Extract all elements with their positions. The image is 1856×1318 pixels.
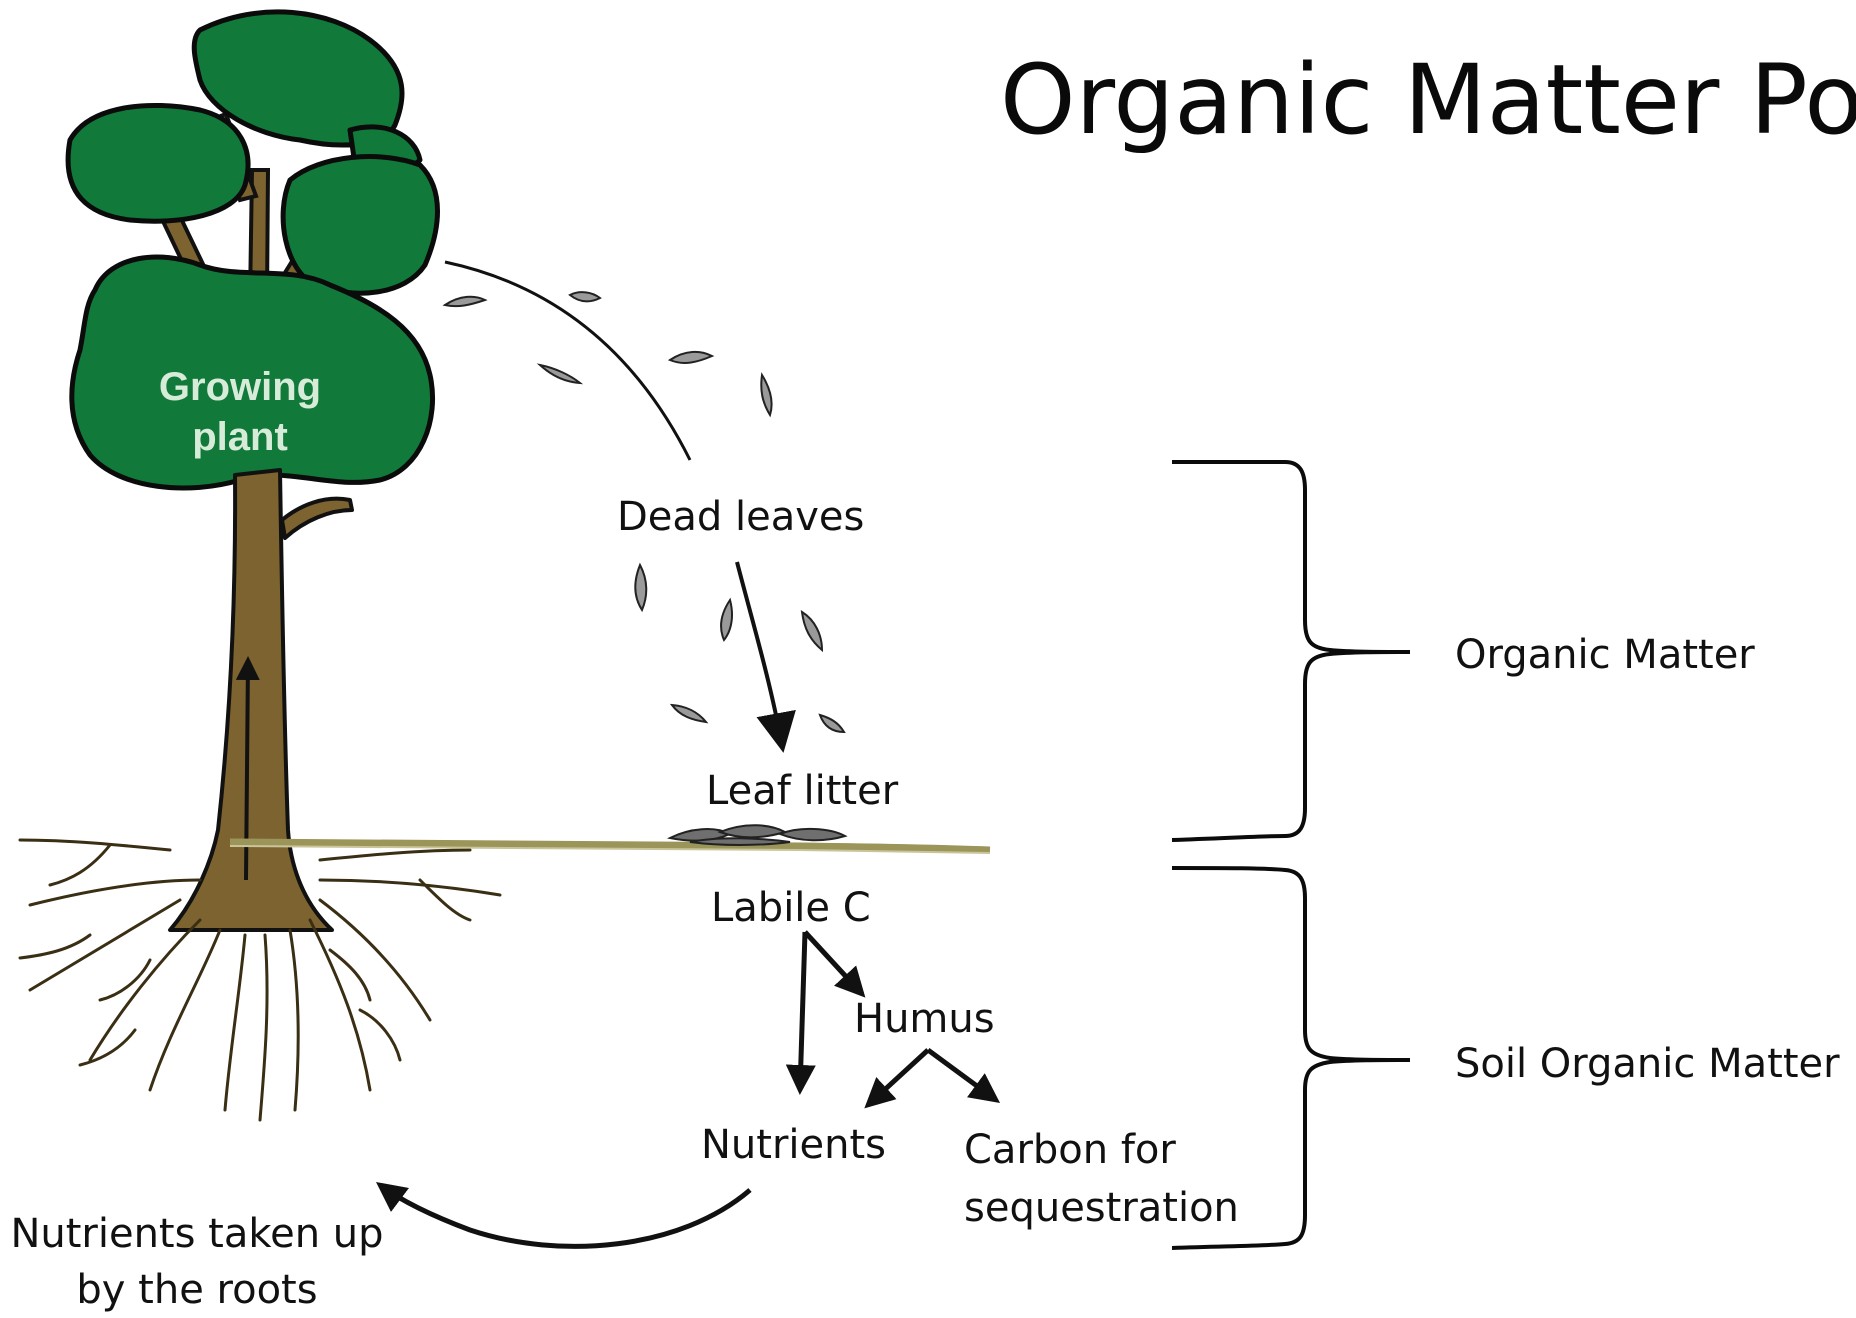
carbon-sequestration-label: Carbon for sequestration: [964, 1121, 1239, 1237]
roots-line1: Nutrients taken up: [6, 1206, 388, 1262]
soil-organic-matter-label: Soil Organic Matter: [1455, 1040, 1840, 1088]
roots-line2: by the roots: [6, 1262, 388, 1318]
humus-label: Humus: [854, 995, 995, 1043]
leaf-litter-pile: [670, 825, 845, 845]
labile-c-label: Labile C: [711, 884, 871, 932]
dead-leaves-label: Dead leaves: [617, 493, 864, 541]
nutrients-label: Nutrients: [701, 1121, 886, 1169]
organic-matter-bracket: [1172, 462, 1410, 840]
carbon-line2: sequestration: [964, 1179, 1239, 1237]
leaf-fall-arc: [445, 262, 690, 460]
ground-surface: [230, 842, 990, 853]
slide-title: Organic Matter Poo: [1000, 40, 1856, 160]
nutrient-return-arrow: [380, 1185, 750, 1246]
leaf-litter-label: Leaf litter: [706, 767, 898, 815]
growing-plant-line2: plant: [130, 412, 350, 462]
organic-matter-label: Organic Matter: [1455, 631, 1755, 679]
carbon-line1: Carbon for: [964, 1121, 1239, 1179]
roots-uptake-label: Nutrients taken up by the roots: [6, 1206, 388, 1318]
dead-leaves-arrow: [737, 562, 782, 745]
growing-plant-line1: Growing: [130, 362, 350, 412]
growing-plant-label: Growing plant: [130, 362, 350, 462]
